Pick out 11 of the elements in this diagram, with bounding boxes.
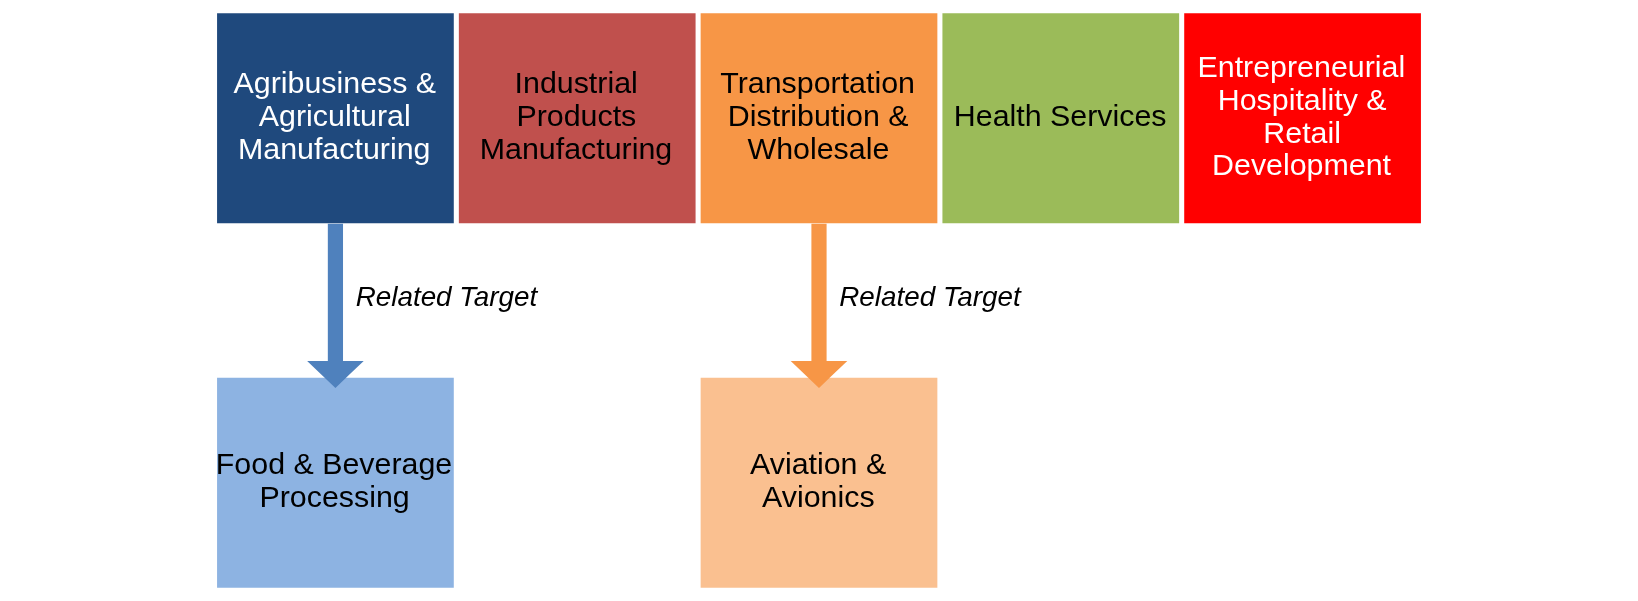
arrow bbox=[790, 223, 848, 388]
arrow bbox=[307, 223, 364, 388]
node-box: Agribusiness & Agricultural Manufacturing bbox=[217, 13, 454, 224]
edge-label: Related Target bbox=[839, 281, 1021, 313]
node-box: Health Services bbox=[942, 13, 1180, 224]
node-box: Transportation Distribution & Wholesale bbox=[700, 13, 938, 224]
node-box: Industrial Products Manufacturing bbox=[458, 13, 696, 224]
node-box: Aviation & Avionics bbox=[700, 377, 938, 588]
node-box: Food & Beverage Processing bbox=[217, 377, 454, 588]
node-box: Entrepreneurial Hospitality & Retail Development bbox=[1184, 13, 1421, 224]
edge-label: Related Target bbox=[355, 281, 538, 313]
